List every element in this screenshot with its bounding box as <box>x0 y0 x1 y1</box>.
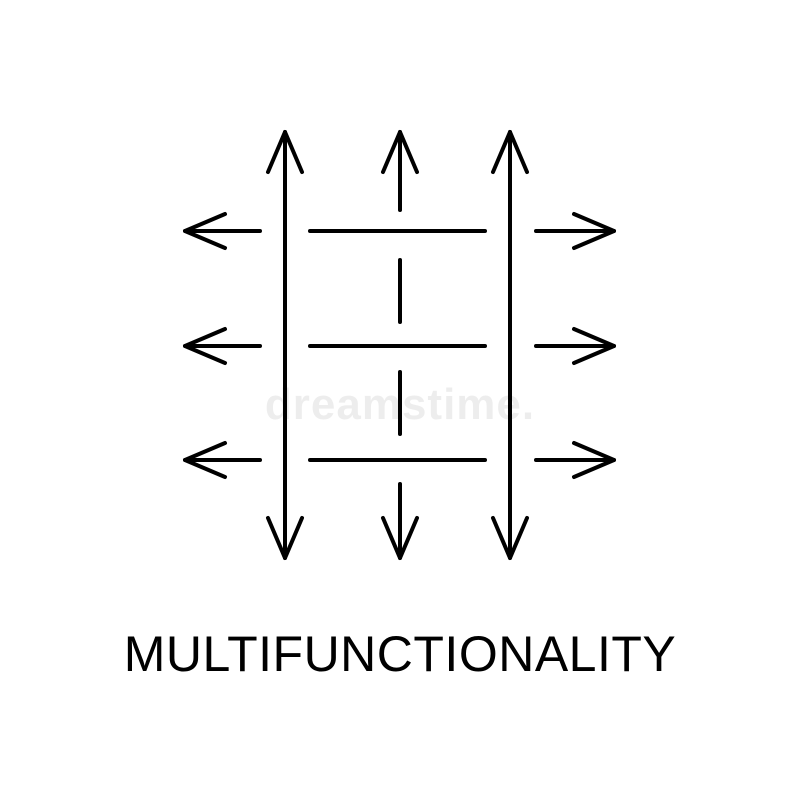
right-down-arrowhead <box>491 516 529 560</box>
center-down-arrowhead <box>381 516 419 560</box>
right-up-arrowhead <box>491 130 529 174</box>
left-arrow-middle-head <box>183 327 227 365</box>
left-down-arrowhead <box>266 516 304 560</box>
right-arrow-middle-head <box>572 327 616 365</box>
left-arrow-top-head <box>183 212 227 250</box>
left-up-arrowhead <box>266 130 304 174</box>
caption-title: MULTIFUNCTIONALITY <box>123 626 677 682</box>
arrows-grid-icon <box>183 130 616 560</box>
right-arrow-top-head <box>572 212 616 250</box>
left-arrow-bottom-head <box>183 441 227 479</box>
center-up-arrowhead <box>381 130 419 174</box>
right-arrow-bottom-head <box>572 441 616 479</box>
multifunctionality-icon <box>183 130 616 560</box>
